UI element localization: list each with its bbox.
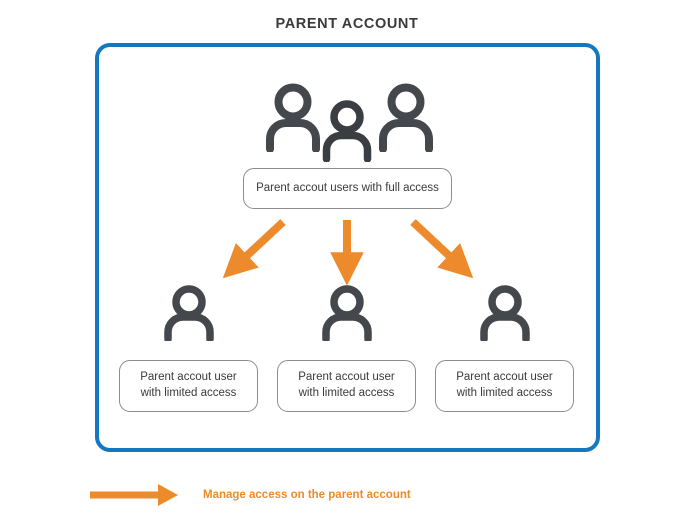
full-access-users-label: Parent accout users with full access <box>243 168 452 209</box>
full-access-users-icon-group <box>265 80 435 162</box>
right-arrow-icon <box>90 484 178 506</box>
limited-label-line1: Parent accout user <box>456 371 553 384</box>
limited-access-user-label: Parent accout user with limited access <box>435 360 574 412</box>
group-of-users-icon <box>265 83 321 152</box>
limited-label-line2: with limited access <box>298 387 395 399</box>
single-user-icon <box>479 285 531 341</box>
legend: Manage access on the parent account <box>88 481 508 509</box>
group-of-users-icon <box>322 100 372 162</box>
group-of-users-icon <box>378 83 434 152</box>
limited-label-line2: with limited access <box>456 387 553 399</box>
single-user-icon <box>163 285 215 341</box>
single-user-icon <box>321 285 373 341</box>
limited-label-line1: Parent accout user <box>140 371 237 384</box>
page-title: PARENT ACCOUNT <box>275 16 419 32</box>
limited-access-user-label: Parent accout user with limited access <box>277 360 416 412</box>
limited-label-line2: with limited access <box>140 387 237 399</box>
legend-label: Manage access on the parent account <box>203 489 411 501</box>
limited-label-line1: Parent accout user <box>298 371 395 384</box>
limited-access-user-label: Parent accout user with limited access <box>119 360 258 412</box>
